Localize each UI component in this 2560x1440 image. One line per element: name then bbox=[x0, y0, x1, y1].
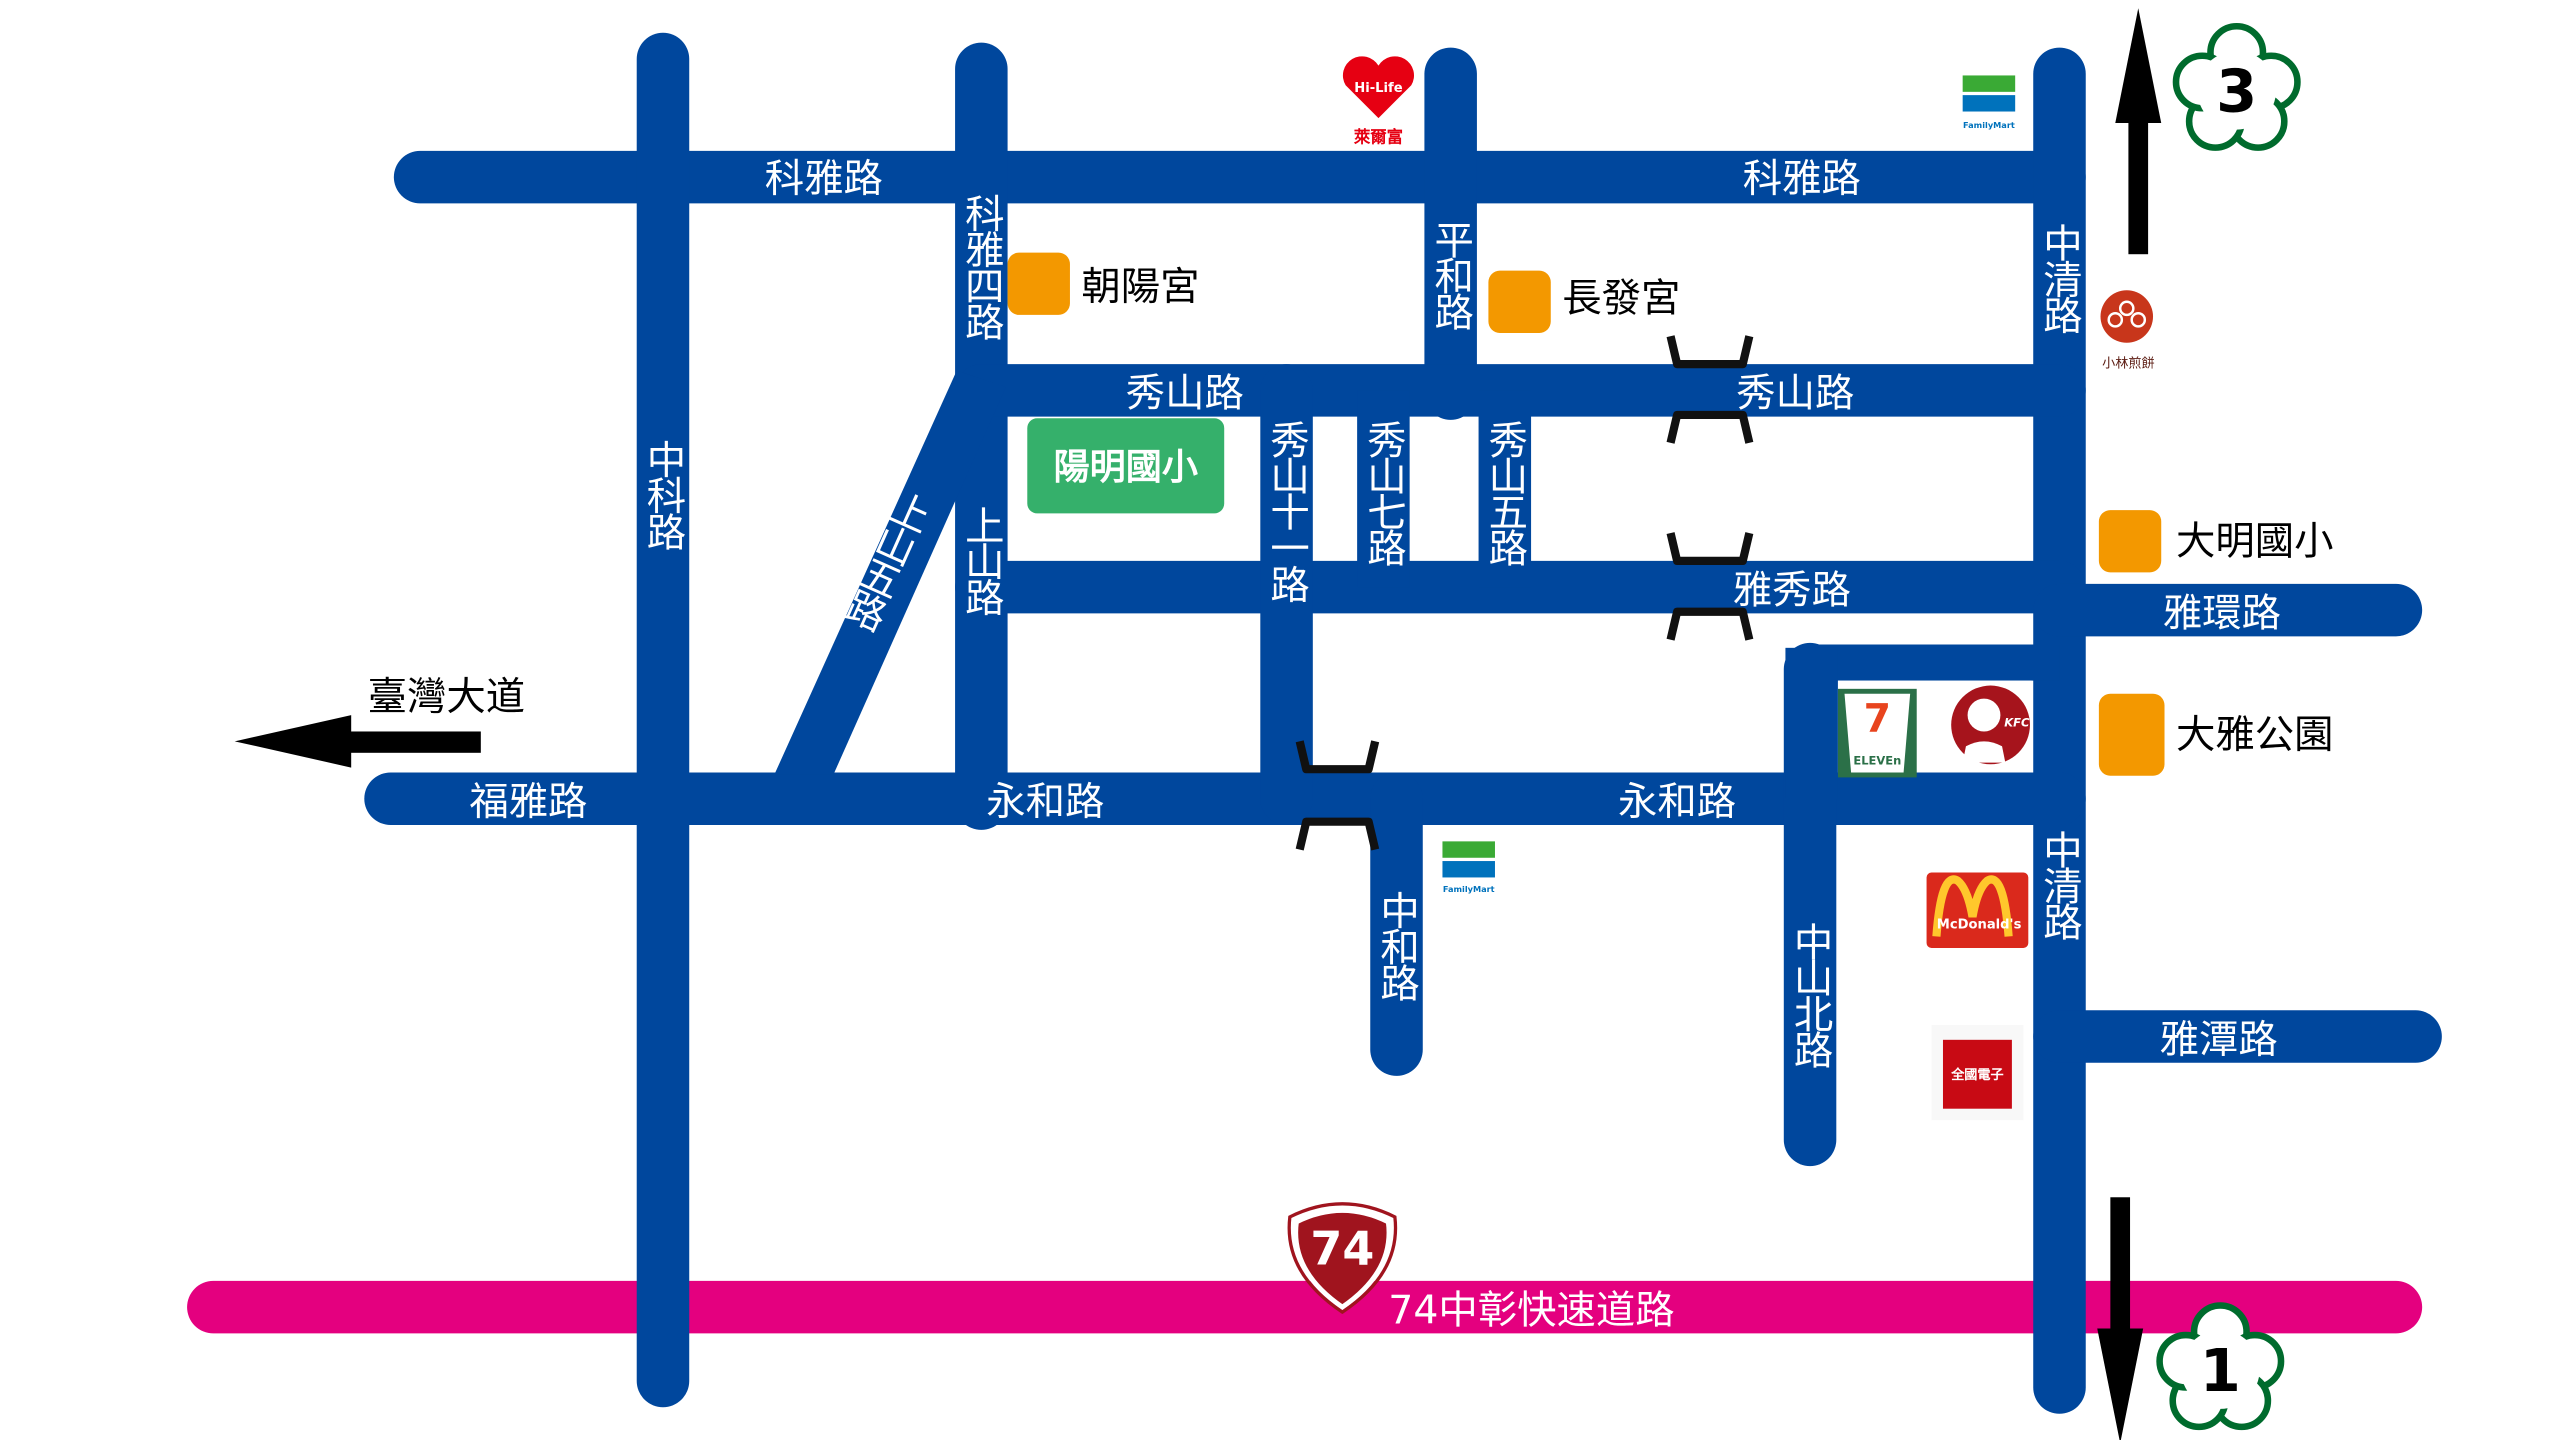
hilife-logo: Hi-Life 萊爾富 bbox=[1342, 56, 1415, 147]
label-highway74: 74中彰快速道路 bbox=[1388, 1288, 1674, 1334]
hilife-cn-text: 萊爾富 bbox=[1353, 128, 1403, 147]
hilife-text: Hi-Life bbox=[1354, 81, 1402, 96]
label-fuya: 福雅路 bbox=[469, 779, 587, 825]
eleven-text: ELEVEn bbox=[1853, 753, 1901, 767]
label-xiushan11: 秀山十一路 bbox=[1264, 420, 1310, 603]
label-xiushan-e: 秀山路 bbox=[1736, 371, 1854, 417]
label-yonghe-e: 永和路 bbox=[1618, 779, 1736, 825]
kfc-logo: KFC bbox=[1951, 685, 2030, 765]
label-taiwan-blvd: 臺灣大道 bbox=[368, 674, 525, 720]
label-keya4: 科雅四路 bbox=[958, 194, 1004, 341]
poi-icon-chaoyang bbox=[1007, 252, 1070, 315]
south-arrow-icon bbox=[2097, 1197, 2144, 1440]
route-1-badge: 1 bbox=[2156, 1302, 2285, 1431]
route-3-badge: 3 bbox=[2172, 22, 2301, 151]
highway-74-shield: 74 bbox=[1287, 1202, 1398, 1315]
label-xiushan-w: 秀山路 bbox=[1126, 371, 1244, 417]
label-pinghe: 平和路 bbox=[1428, 220, 1474, 331]
label-zhonghe: 中和路 bbox=[1374, 891, 1420, 1002]
elife-text: 全國電子 bbox=[1950, 1066, 2003, 1083]
label-xiushan5: 秀山五路 bbox=[1482, 420, 1528, 567]
label-xiushan7: 秀山七路 bbox=[1360, 420, 1406, 567]
block-7-kfc-edge bbox=[1785, 647, 1838, 799]
elife-logo: 全國電子 bbox=[1931, 1025, 2024, 1121]
poi-daming: 大明國小 bbox=[2176, 518, 2333, 564]
label-shangshan: 上山路 bbox=[958, 505, 1004, 616]
route-1-number: 1 bbox=[2200, 1336, 2241, 1405]
shield-number: 74 bbox=[1310, 1222, 1374, 1276]
seven-eleven-logo: 7 ELEVEn bbox=[1837, 688, 1917, 778]
familymart-logo-north: FamilyMart bbox=[1962, 75, 2016, 130]
label-yatan: 雅潭路 bbox=[2160, 1017, 2278, 1063]
label-zhongshan-n: 中山北路 bbox=[1787, 922, 1833, 1069]
seven-text: 7 bbox=[1864, 695, 1891, 741]
familymart-logo-south: FamilyMart bbox=[1442, 841, 1495, 894]
kobayashi-logo: 小林煎餅 bbox=[2100, 290, 2155, 370]
route-3-number: 3 bbox=[2216, 57, 2257, 126]
familymart-text-north: FamilyMart bbox=[1963, 120, 2015, 130]
mcd-text: McDonald's bbox=[1937, 917, 2022, 932]
label-zhongke: 中科路 bbox=[640, 440, 686, 551]
poi-changfa: 長發宮 bbox=[1562, 276, 1680, 322]
familymart-text-south: FamilyMart bbox=[1443, 884, 1495, 894]
label-zhongqing-n: 中清路 bbox=[2036, 223, 2082, 334]
bridge-icons bbox=[1295, 335, 1754, 851]
label-yaxiu: 雅秀路 bbox=[1733, 568, 1851, 614]
mcdonalds-logo: McDonald's bbox=[1926, 872, 2029, 948]
kobayashi-text: 小林煎餅 bbox=[2102, 355, 2154, 370]
kfc-text: KFC bbox=[2004, 716, 2030, 730]
roads bbox=[364, 32, 2442, 1414]
label-yonghe-w: 永和路 bbox=[986, 779, 1104, 825]
north-arrow-icon bbox=[2115, 8, 2162, 255]
poi-icon-changfa bbox=[1488, 270, 1551, 333]
poi-daya-park: 大雅公園 bbox=[2176, 712, 2333, 758]
poi-chaoyang: 朝陽宮 bbox=[1081, 264, 1199, 310]
label-zhongqing-s: 中清路 bbox=[2036, 830, 2082, 941]
road-shangshan5 bbox=[774, 370, 1006, 775]
label-keya-e: 科雅路 bbox=[1743, 156, 1861, 202]
poi-icon-daya-park bbox=[2098, 693, 2165, 776]
west-arrow-icon bbox=[234, 715, 481, 768]
school-yangming-box bbox=[1027, 418, 1225, 514]
poi-icon-daming bbox=[2098, 510, 2162, 573]
label-keya-w: 科雅路 bbox=[765, 156, 883, 202]
label-yahuan: 雅環路 bbox=[2163, 591, 2281, 637]
school-yangming: 陽明國小 bbox=[1054, 446, 1198, 488]
